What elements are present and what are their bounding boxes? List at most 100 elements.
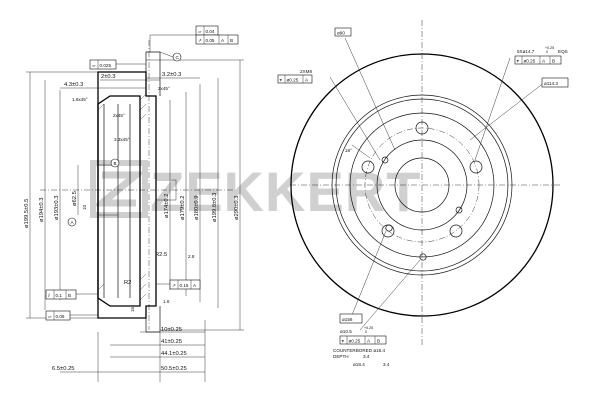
section-view: 4.3±0.3 2±0.3 3.2±0.3 2x45° 1.6x45° 2x45… bbox=[24, 25, 244, 382]
svg-text:A: A bbox=[193, 283, 197, 288]
fcf-flatness-left: ⏥ 0.025 bbox=[89, 59, 117, 70]
svg-text:0.025: 0.025 bbox=[100, 63, 112, 68]
dim-d179: ø179±0.2 bbox=[180, 196, 186, 220]
svg-text:⏥: ⏥ bbox=[198, 29, 202, 34]
dim-d199-8: ø199.8±0.3 bbox=[212, 193, 218, 222]
dim-2-8: 2.8 bbox=[188, 254, 195, 259]
label-5xd14-7: 5Xø14.7 bbox=[517, 49, 535, 54]
fcf-position-2xm8: ⌖ ø0.25 A bbox=[277, 74, 313, 84]
fcf-runout-bottom: ↗ 0.15 A bbox=[169, 279, 201, 290]
brand-watermark: ZEKKERT bbox=[90, 160, 421, 223]
svg-text:ø90: ø90 bbox=[337, 31, 345, 36]
label-depth: DEPTH bbox=[333, 354, 349, 359]
brand-logo-icon bbox=[90, 160, 148, 218]
svg-text:⌖: ⌖ bbox=[517, 59, 520, 64]
label-3-4: 3.4 bbox=[383, 362, 390, 367]
svg-text:0.15: 0.15 bbox=[180, 283, 189, 288]
fcf-parallel-bottom: ⫽ 0.1 B bbox=[45, 289, 77, 300]
brand-name: ZEKKERT bbox=[150, 160, 421, 223]
face-view: 2XM8 18° ø90 5Xø14.7 +0.25 0 EQS ø114.3 … bbox=[277, 20, 569, 367]
bolt-holes bbox=[361, 121, 483, 238]
svg-text:0.1: 0.1 bbox=[56, 293, 63, 298]
svg-text:A: A bbox=[305, 78, 309, 83]
dim-chamfer-3-3x45: 3.3x45° bbox=[114, 137, 130, 142]
label-tol-plus-1: +0.25 bbox=[545, 46, 554, 50]
svg-text:ø0.25: ø0.25 bbox=[524, 59, 536, 64]
disc-outer-circle bbox=[290, 53, 554, 317]
label-depth-value: 3.4 bbox=[363, 354, 370, 359]
dim-41: 41±0.25 bbox=[161, 339, 182, 345]
label-d18-4: ø18.4 bbox=[353, 362, 365, 367]
svg-text:↗: ↗ bbox=[198, 38, 202, 43]
svg-text:B: B bbox=[68, 293, 71, 298]
label-d156-box: ø156 bbox=[339, 313, 363, 324]
datum-a-label: A bbox=[71, 220, 75, 225]
dim-d194: ø194±0.3 bbox=[39, 198, 45, 222]
dim-d174: ø174±0.2 bbox=[164, 194, 170, 218]
svg-text:B: B bbox=[552, 59, 555, 64]
label-tol-plus-2: +0.25 bbox=[364, 326, 373, 330]
friction-inner-circle bbox=[331, 94, 513, 276]
dim-r2-5: R2.5 bbox=[155, 252, 167, 258]
center-bore-circle bbox=[394, 157, 450, 213]
svg-text:ø0.25: ø0.25 bbox=[287, 78, 299, 83]
svg-text:⫽: ⫽ bbox=[47, 293, 50, 298]
label-d90-box: ø90 bbox=[334, 27, 352, 37]
counterbore-holes bbox=[385, 224, 427, 261]
svg-text:A: A bbox=[221, 38, 225, 43]
svg-text:0.05: 0.05 bbox=[206, 38, 215, 43]
datum-b-marker bbox=[110, 158, 120, 168]
dim-1-6: 1.6 bbox=[163, 299, 170, 304]
dim-15: 15 bbox=[130, 306, 135, 312]
dim-6-5: 6.5±0.25 bbox=[52, 366, 75, 372]
dim-d180: ø180±0.9 bbox=[194, 196, 200, 220]
dim-r2: R2 bbox=[124, 280, 131, 286]
label-d10-5: ø10.5 bbox=[340, 329, 352, 334]
dim-chamfer-1-6x45: 1.6x45° bbox=[72, 97, 88, 102]
dim-2: 2±0.3 bbox=[101, 74, 115, 80]
svg-text:⏥: ⏥ bbox=[92, 63, 96, 68]
dim-10: 10±0.25 bbox=[161, 327, 182, 333]
fcf-position-d10-5: ⌖ ø0.25 A B bbox=[339, 335, 387, 345]
svg-text:A: A bbox=[542, 59, 546, 64]
datum-a-marker bbox=[67, 217, 77, 227]
fcf-runout-top: ↗ 0.05 A B bbox=[195, 34, 239, 45]
label-d114-3-box: ø114.3 bbox=[541, 77, 569, 88]
svg-text:0.06: 0.06 bbox=[56, 314, 65, 319]
svg-text:ø114.3: ø114.3 bbox=[544, 81, 558, 86]
m8-threaded-holes bbox=[381, 156, 463, 214]
fcf-flatness-top: ⏥ 0.04 bbox=[195, 25, 219, 36]
dim-4-3: 4.3±0.3 bbox=[64, 82, 83, 88]
svg-text:A: A bbox=[367, 339, 371, 344]
svg-text:0.04: 0.04 bbox=[206, 29, 215, 34]
svg-text:B: B bbox=[377, 339, 380, 344]
dim-chamfer-2x45-top: 2x45° bbox=[158, 86, 170, 91]
label-2xm8: 2XM8 bbox=[300, 69, 312, 74]
svg-text:ø156: ø156 bbox=[342, 317, 353, 322]
dim-chamfer-2x45-mid: 2x45° bbox=[113, 113, 125, 118]
label-tol-zero-1: 0 bbox=[546, 50, 548, 54]
dim-d62-5: ø62.5 bbox=[72, 191, 78, 206]
label-tol-zero-2: 0 bbox=[365, 330, 367, 334]
label-eqs: EQS bbox=[558, 49, 568, 54]
fcf-flatness-bottom: ⏥ 0.06 bbox=[45, 310, 71, 321]
dim-d193: ø193±0.3 bbox=[54, 196, 60, 220]
svg-text:⏥: ⏥ bbox=[48, 314, 52, 319]
datum-b-label: B bbox=[114, 161, 117, 166]
svg-text:ø0.25: ø0.25 bbox=[349, 339, 361, 344]
dim-44-1: 44.1±0.25 bbox=[161, 351, 187, 357]
dim-3-2: 3.2±0.3 bbox=[162, 72, 181, 78]
svg-text:⌖: ⌖ bbox=[342, 339, 345, 344]
svg-text:B: B bbox=[230, 38, 233, 43]
dim-d290: ø290±0.3 bbox=[234, 196, 240, 220]
label-18deg: 18° bbox=[345, 148, 352, 153]
label-counterbored: COUNTERBORED ø18.4 bbox=[333, 348, 386, 353]
fcf-position-5x: ⌖ ø0.25 A B bbox=[514, 55, 562, 65]
svg-text:↗: ↗ bbox=[172, 283, 176, 288]
datum-c-label: C bbox=[176, 55, 180, 60]
dim-10-small: 10 bbox=[82, 204, 87, 210]
svg-text:⌖: ⌖ bbox=[280, 78, 283, 83]
dim-50-5: 50.5±0.25 bbox=[161, 366, 187, 372]
dim-d199-5: ø199.5±0.5 bbox=[24, 199, 30, 228]
